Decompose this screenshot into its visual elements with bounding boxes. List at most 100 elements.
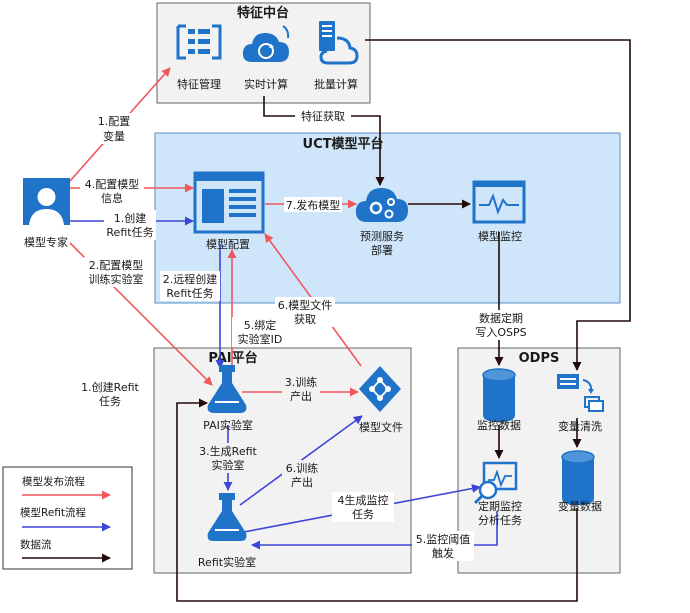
node-monitor-data: 监控数据 [477,368,521,432]
monitor-analysis-icon [473,461,518,505]
flask-icon [207,493,247,541]
model-expert-label: 模型专家 [24,235,68,249]
node-periodic-monitor: 定期监控 分析任务 [473,461,522,527]
svg-text:1.创建Refit: 1.创建Refit [81,380,139,394]
legend-refit-label: 模型Refit流程 [20,506,87,519]
svg-text:任务: 任务 [99,395,121,408]
uct-platform-title: UCT模型平台 [303,136,384,152]
config-window-icon [193,171,265,234]
svg-text:产出: 产出 [290,389,312,403]
feature-mgmt-label: 特征管理 [177,77,221,91]
batch-data-icon [319,21,359,65]
svg-text:1.配置: 1.配置 [98,115,131,128]
edge-label-feature-fetch: 特征获取 [295,108,351,123]
odps-title: ODPS [519,351,560,366]
legend-data-label: 数据流 [20,538,52,551]
svg-text:数据定期: 数据定期 [479,311,523,325]
flask-icon [207,365,247,413]
node-realtime-compute: 实时计算 [242,25,290,91]
node-model-config: 模型配置 [193,171,265,251]
legend: 模型发布流程 模型Refit流程 数据流 [2,466,133,570]
svg-text:任务: 任务 [352,508,374,521]
pai-platform-title: PAI平台 [208,350,257,366]
user-avatar-icon [23,178,70,225]
cloud-gears-icon [355,188,408,222]
svg-text:实验室: 实验室 [212,458,245,472]
database-icon [482,368,516,422]
legend-publish-label: 模型发布流程 [22,475,85,488]
node-model-expert: 模型专家 [23,178,70,249]
edge-label-monitor-threshold: 5.监控阈值 触发 [412,531,474,561]
svg-text:7.发布模型: 7.发布模型 [286,198,341,212]
edge-label-config-variable: 1.配置 变量 [96,113,132,144]
edge-label-train-output-refit: 6.训练 产出 [282,460,322,490]
edge-label-bind-lab-id: 5.绑定 实验室ID [232,317,288,347]
node-var-clean: 变量清洗 [557,374,604,433]
svg-text:1.创建: 1.创建 [114,211,147,225]
batch-compute-label: 批量计算 [314,77,358,91]
svg-text:3.训练: 3.训练 [285,375,318,389]
svg-text:实验室ID: 实验室ID [238,332,283,346]
realtime-compute-label: 实时计算 [244,77,288,91]
edge-batch-to-var-clean [365,39,631,371]
edge-label-config-model-info: 4.配置模型 信息 [80,176,144,206]
monitor-data-label: 监控数据 [477,418,521,432]
svg-text:信息: 信息 [101,191,123,205]
node-predict-service: 预测服务 部署 [355,188,408,257]
monitor-chart-icon [472,180,526,224]
cloud-sync-icon [242,25,290,62]
model-monitor-label: 模型监控 [478,229,522,243]
node-model-monitor: 模型监控 [472,180,526,243]
svg-text:获取: 获取 [294,313,316,326]
svg-text:变量: 变量 [103,129,125,143]
edge-label-generate-monitor-task: 4生成监控 任务 [332,492,394,522]
edge-label-train-output-pai: 3.训练 产出 [282,375,320,405]
svg-text:写入OSPS: 写入OSPS [475,326,526,339]
node-var-data: 变量数据 [558,450,602,513]
data-transform-icon [557,374,604,412]
svg-text:5.绑定: 5.绑定 [244,318,277,332]
node-batch-compute: 批量计算 [314,21,359,91]
edge-label-remote-create-refit: 2.远程创建 Refit任务 [160,271,220,301]
database-icon [561,450,595,505]
svg-text:特征获取: 特征获取 [301,109,345,123]
svg-text:2.远程创建: 2.远程创建 [163,272,218,286]
periodic-monitor-label-1: 定期监控 [478,499,522,513]
feature-grid-icon [176,24,222,60]
node-feature-mgmt: 特征管理 [176,24,222,91]
edge-monitor-threshold-trigger [251,511,498,550]
edge-label-create-refit-left: 1.创建Refit 任务 [81,380,139,408]
model-config-label: 模型配置 [206,237,250,251]
edge-label-model-file-fetch: 6.模型文件 获取 [275,297,335,327]
var-data-label: 变量数据 [558,499,602,513]
edge-label-data-to-odps: 数据定期 写入OSPS [470,310,532,340]
node-pai-lab: PAI实验室 [203,365,253,432]
svg-text:3.生成Refit: 3.生成Refit [199,444,257,458]
refit-lab-label: Refit实验室 [198,555,256,569]
feature-platform-title: 特征中台 [237,5,289,21]
svg-text:2.配置模型: 2.配置模型 [89,258,144,272]
model-network-icon [359,366,401,412]
edge-label-create-refit-task: 1.创建 Refit任务 [104,210,156,240]
edge-label-config-train-lab: 2.配置模型 训练实验室 [84,257,148,287]
predict-service-label-2: 部署 [371,243,393,257]
model-file-label: 模型文件 [359,420,403,434]
predict-service-label-1: 预测服务 [360,230,404,243]
svg-text:触发: 触发 [432,546,454,560]
edge-label-generate-refit-lab: 3.生成Refit 实验室 [194,443,262,473]
odps-container: ODPS [457,347,621,574]
node-refit-lab: Refit实验室 [198,493,256,569]
svg-text:Refit任务: Refit任务 [106,226,153,239]
svg-text:产出: 产出 [291,475,313,489]
svg-text:5.监控阈值: 5.监控阈值 [416,532,471,546]
edge-label-publish-model: 7.发布模型 [284,197,342,212]
svg-text:6.训练: 6.训练 [286,461,319,475]
pai-lab-label: PAI实验室 [203,418,253,432]
svg-text:训练实验室: 训练实验室 [89,272,144,286]
var-clean-label: 变量清洗 [558,419,602,433]
svg-text:4.配置模型: 4.配置模型 [85,177,140,191]
edge-var-data-to-lab [176,398,578,602]
svg-text:Refit任务: Refit任务 [166,287,213,300]
node-model-file: 模型文件 [359,366,403,434]
